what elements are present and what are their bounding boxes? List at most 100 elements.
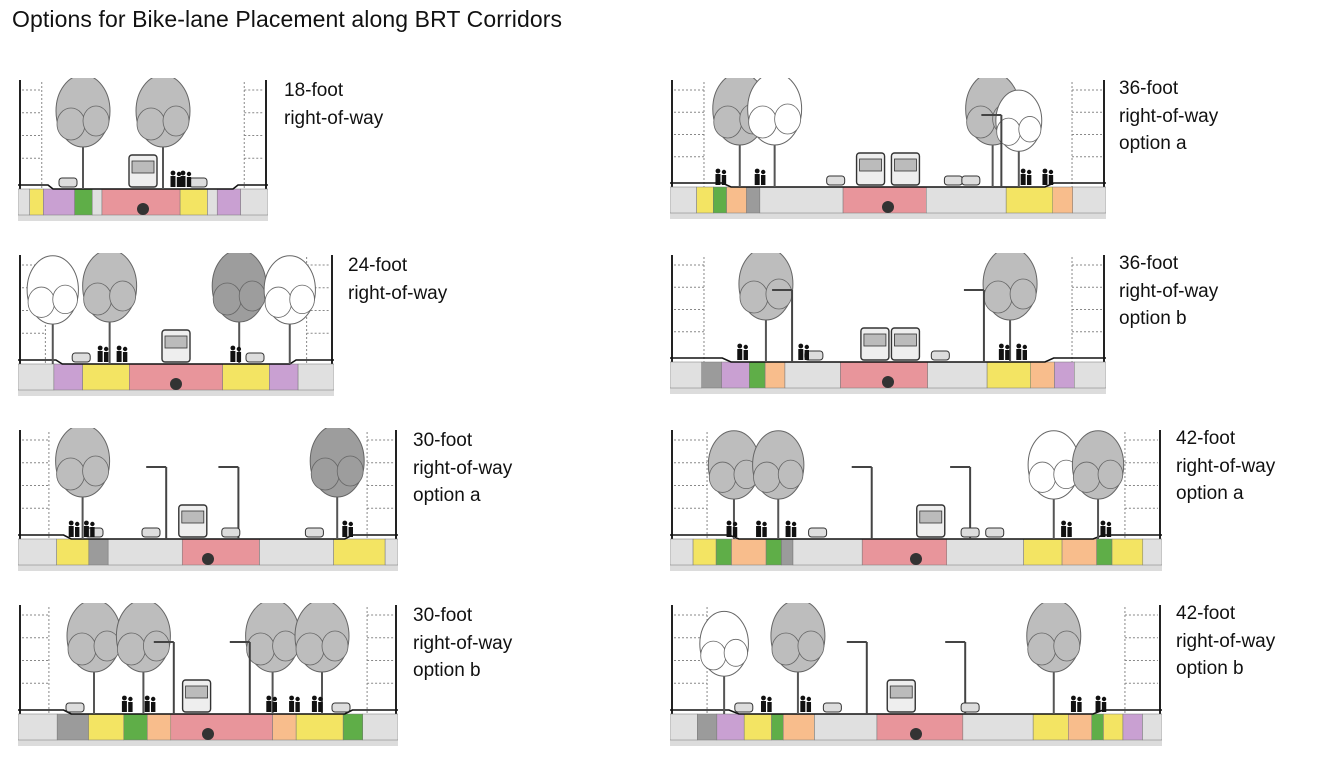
pedestrian xyxy=(1042,168,1054,185)
label-line: right-of-way xyxy=(284,107,384,129)
street-light xyxy=(963,289,985,362)
section-36-foot-option-a xyxy=(670,78,1106,220)
street-tree xyxy=(309,428,365,539)
utility-pipe xyxy=(170,378,182,390)
bike-lane-zone xyxy=(74,188,93,216)
pedestrian xyxy=(266,695,277,712)
section-label-36-foot-option-b: 36-foot right-of-way option b xyxy=(1119,250,1218,333)
pedestrian xyxy=(311,695,323,712)
label-line: right-of-way xyxy=(413,632,513,654)
car xyxy=(985,527,1005,538)
roadway-zones xyxy=(18,538,398,566)
bike-lane-zone xyxy=(1096,538,1113,566)
brt-bus xyxy=(178,504,208,538)
sidewalk-zone xyxy=(295,713,344,741)
pedestrian xyxy=(68,520,80,537)
pedestrian xyxy=(1020,168,1032,185)
parking-zone xyxy=(1122,713,1143,741)
street-tree xyxy=(770,603,826,714)
sidewalk-zone xyxy=(88,713,125,741)
building-left xyxy=(19,80,43,189)
travel-lane-zone xyxy=(670,538,694,566)
travel-lane-zone xyxy=(240,188,268,216)
travel-lane-zone xyxy=(259,538,334,566)
street-tree xyxy=(982,253,1038,362)
pedestrian xyxy=(170,170,182,187)
brt-bus xyxy=(890,152,921,186)
brt-bus xyxy=(886,679,916,713)
pedestrian xyxy=(785,520,797,537)
sidewalk-zone xyxy=(743,713,772,741)
car xyxy=(245,352,265,363)
sidewalk-zone xyxy=(986,361,1031,389)
street-tree xyxy=(747,78,803,187)
parking-zone xyxy=(269,363,299,391)
label-line: option b xyxy=(1119,308,1187,329)
section-30-foot-option-a xyxy=(18,428,398,572)
travel-lane-zone xyxy=(962,713,1034,741)
travel-lane-zone xyxy=(670,361,702,389)
roadway-zones xyxy=(670,538,1162,566)
car xyxy=(930,350,950,361)
street-tree xyxy=(1071,430,1125,539)
utility-pipe xyxy=(202,553,214,565)
label-line: 24-foot xyxy=(348,255,408,276)
street-tree xyxy=(245,603,301,714)
pedestrian xyxy=(1095,695,1107,712)
street-tree xyxy=(66,603,122,714)
street-cross-section-diagram xyxy=(670,78,1106,219)
roadway-zones xyxy=(670,186,1106,214)
utility-pipe xyxy=(202,728,214,740)
label-line: 36-foot xyxy=(1119,253,1179,274)
street-surface-line xyxy=(18,709,398,715)
car xyxy=(58,177,78,188)
street-surface-line xyxy=(18,534,398,540)
travel-lane-zone xyxy=(784,361,841,389)
pedestrian xyxy=(998,343,1010,360)
travel-lane-zone xyxy=(18,363,55,391)
street-surface-line xyxy=(670,709,1162,715)
bike-lane-zone xyxy=(342,713,363,741)
pedestrian xyxy=(342,520,353,537)
bike-lane-zone xyxy=(123,713,148,741)
section-label-18-foot: 18-foot right-of-way xyxy=(284,77,383,132)
label-line: right-of-way xyxy=(348,282,448,304)
curb-zone xyxy=(746,186,761,214)
street-surface-line xyxy=(18,184,268,190)
label-line: 30-foot xyxy=(413,430,473,451)
street-tree xyxy=(26,255,79,364)
label-line: option a xyxy=(1119,133,1187,154)
sidewalk-zone xyxy=(29,188,44,216)
street-tree xyxy=(699,610,749,714)
section-label-30-foot-option-a: 30-foot right-of-way option a xyxy=(413,427,512,510)
section-label-30-foot-option-b: 30-foot right-of-way option b xyxy=(413,602,512,685)
utility-pipe xyxy=(910,728,922,740)
sidewalk-zone xyxy=(696,186,714,214)
street-light xyxy=(950,466,972,539)
travel-lane-zone xyxy=(207,188,218,216)
street-tree xyxy=(82,253,138,364)
car xyxy=(304,527,324,538)
travel-lane-zone xyxy=(927,361,988,389)
street-surface-line xyxy=(670,182,1106,188)
roadway-zones xyxy=(18,188,268,216)
street-cross-section-diagram xyxy=(670,603,1162,746)
street-surface-line xyxy=(670,357,1106,363)
street-tree xyxy=(211,253,267,364)
travel-lane-zone xyxy=(18,538,57,566)
sidewalk-zone xyxy=(179,188,208,216)
car xyxy=(826,175,846,186)
building-right xyxy=(366,430,397,539)
section-30-foot-option-b xyxy=(18,603,398,747)
pedestrian xyxy=(800,695,812,712)
street-tree xyxy=(115,603,171,714)
sidewalk-zone xyxy=(56,538,90,566)
sidewalk-zone xyxy=(222,363,270,391)
section-label-24-foot: 24-foot right-of-way xyxy=(348,252,447,307)
buffer-zone xyxy=(782,713,815,741)
pedestrian xyxy=(1061,520,1072,537)
label-line: option b xyxy=(413,660,481,681)
street-tree xyxy=(738,253,794,362)
brt-lane-zone xyxy=(181,538,260,566)
pedestrian xyxy=(1100,520,1112,537)
